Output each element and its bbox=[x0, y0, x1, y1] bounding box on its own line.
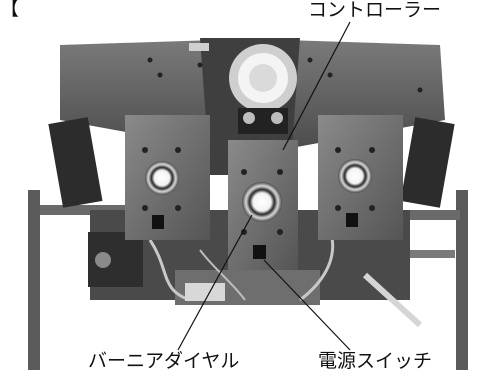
center-tube bbox=[229, 44, 297, 134]
controller-label: コントローラー bbox=[308, 0, 442, 21]
control-box-center bbox=[228, 140, 298, 270]
top-left-fragment-label: 【 bbox=[0, 0, 20, 20]
power-switch-label: 電源スイッチ bbox=[318, 350, 433, 372]
side-cylinders bbox=[48, 117, 455, 208]
control-box-right bbox=[318, 115, 403, 240]
leader-burner-dial bbox=[177, 214, 253, 351]
leader-controller bbox=[282, 21, 351, 151]
machine-frame bbox=[28, 190, 468, 370]
burner-dial-label: バーニアダイヤル bbox=[88, 350, 240, 372]
control-box-left bbox=[125, 115, 210, 240]
leader-lines bbox=[177, 21, 351, 351]
leader-power-switch bbox=[263, 259, 351, 351]
